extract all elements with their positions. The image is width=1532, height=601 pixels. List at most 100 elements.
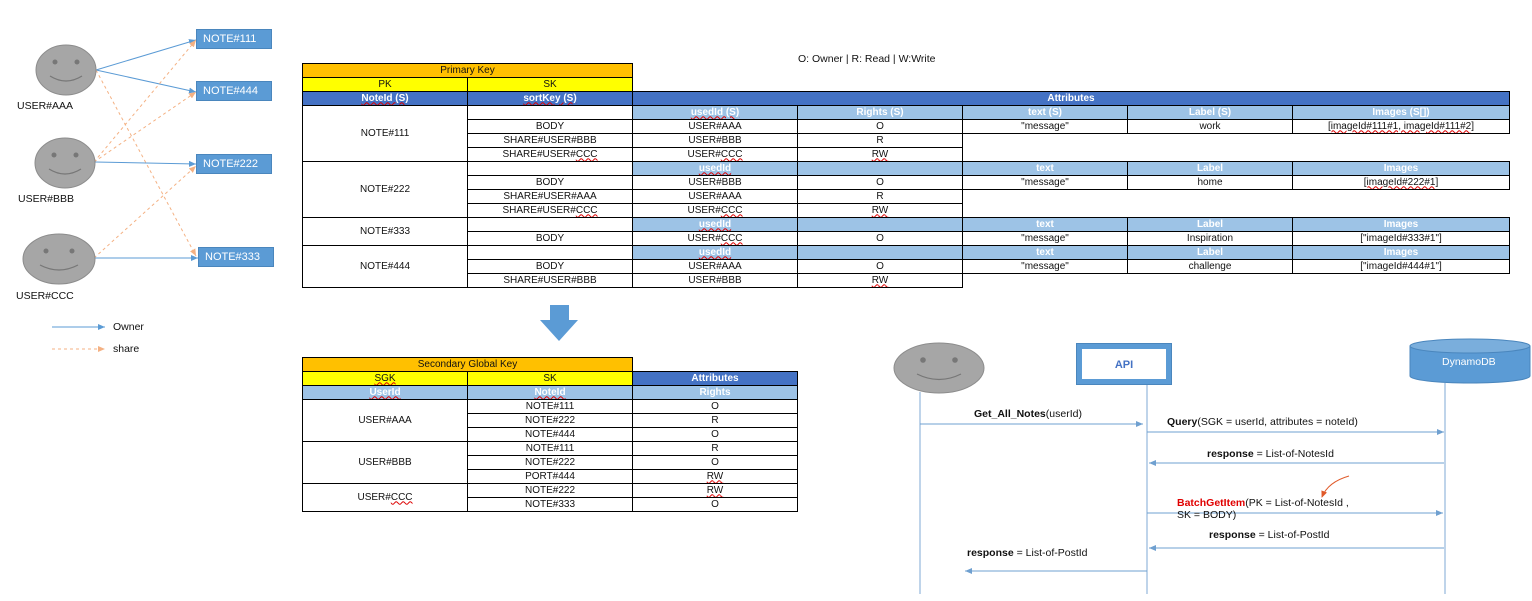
cell: ["imageId#333#1"]: [1292, 231, 1510, 246]
attr-header: Images (S[]): [1292, 105, 1510, 120]
msg-query-label: Query(SGK = userId, attributes = noteId): [1167, 416, 1358, 428]
note-box-333: NOTE#333: [198, 247, 274, 267]
note-box-444: NOTE#444: [196, 81, 272, 101]
attr-header: text: [962, 245, 1128, 260]
attr-header: usedId: [632, 217, 798, 232]
sk-cell: BODY: [467, 119, 633, 134]
cell: O: [797, 119, 963, 134]
cell: O: [632, 427, 798, 442]
cell: PORT#444: [467, 469, 633, 484]
share-line-bbb-111: [93, 39, 197, 163]
cell: "message": [962, 231, 1128, 246]
sk-cell: SHARE#USER#CCC: [467, 147, 633, 162]
attr-header: text: [962, 217, 1128, 232]
pk-cell: NOTE#333: [302, 217, 468, 246]
sk-cell: BODY: [467, 175, 633, 190]
owner-line-aaa-444: [95, 69, 197, 94]
attr-header: [797, 161, 963, 176]
sequence-user-avatar-icon: [893, 342, 985, 394]
attr-header: usedId (S): [632, 105, 798, 120]
userid-header: UserId: [302, 385, 468, 400]
msg-batchgetitem-label: BatchGetItem(PK = List-of-NotesId ,: [1177, 497, 1349, 509]
msg-response-2-label: response = List-of-PostId: [1209, 529, 1330, 541]
sk-cell: SHARE#USER#BBB: [467, 133, 633, 148]
pk-cell: NOTE#222: [302, 161, 468, 218]
cell: R: [632, 413, 798, 428]
note-box-222: NOTE#222: [196, 154, 272, 174]
cell: NOTE#444: [467, 427, 633, 442]
cell: O: [632, 455, 798, 470]
cell: NOTE#111: [467, 441, 633, 456]
cell: ["imageId#444#1"]: [1292, 259, 1510, 274]
attr-header: text (S): [962, 105, 1128, 120]
cell: work: [1127, 119, 1293, 134]
cell: "message": [962, 175, 1128, 190]
share-line-aaa-333: [95, 69, 197, 257]
attr-header: Label: [1127, 245, 1293, 260]
attr-header: usedId: [632, 245, 798, 260]
user-cell: USER#BBB: [302, 441, 468, 484]
cell: R: [632, 441, 798, 456]
msg-response-1-label: response = List-of-NotesId: [1207, 448, 1334, 460]
sortkey-header: sortKey (S): [467, 91, 633, 106]
sk-cell: SHARE#USER#AAA: [467, 189, 633, 204]
user-label-ccc: USER#CCC: [16, 290, 74, 302]
cell: O: [632, 399, 798, 414]
cell: USER#AAA: [632, 259, 798, 274]
sk-label: SK: [467, 371, 633, 386]
dynamodb-label: DynamoDB: [1442, 356, 1496, 368]
cell: O: [797, 231, 963, 246]
cell: USER#CCC: [632, 147, 798, 162]
cell: O: [797, 259, 963, 274]
down-arrow: [540, 305, 578, 341]
attr-header: Label: [1127, 217, 1293, 232]
cell: home: [1127, 175, 1293, 190]
user-cell: USER#AAA: [302, 399, 468, 442]
sk-label: SK: [467, 77, 633, 92]
secondary-global-key-table: Secondary Global Key SGK SK Attributes U…: [302, 357, 798, 512]
attributes-header: Attributes: [632, 91, 1510, 106]
legend-share-label: share: [113, 343, 140, 355]
attr-header: Label (S): [1127, 105, 1293, 120]
msg-batchgetitem-label-2: SK = BODY): [1177, 509, 1237, 521]
attr-header: [797, 245, 963, 260]
attr-header: usedId: [632, 161, 798, 176]
legend-owner-label: Owner: [113, 321, 144, 333]
attr-header: text: [962, 161, 1128, 176]
cell: RW: [797, 273, 963, 288]
cell: "message": [962, 119, 1128, 134]
user-aaa-avatar-icon: [35, 44, 97, 96]
user-bbb-avatar-icon: [34, 137, 96, 189]
sk-cell: SHARE#USER#CCC: [467, 203, 633, 218]
cell: RW: [632, 483, 798, 498]
cell: O: [797, 175, 963, 190]
pk-label: PK: [302, 77, 468, 92]
attributes-header: Attributes: [632, 371, 798, 386]
cell: USER#CCC: [632, 203, 798, 218]
noteid-header: NoteId: [467, 385, 633, 400]
share-line-bbb-444: [93, 91, 197, 163]
dynamodb-cylinder: [1409, 338, 1531, 384]
cell: NOTE#222: [467, 413, 633, 428]
attr-header: Images: [1292, 161, 1510, 176]
cell: Inspiration: [1127, 231, 1293, 246]
cell: NOTE#333: [467, 497, 633, 512]
api-box: API: [1076, 343, 1172, 385]
cell: O: [632, 497, 798, 512]
cell: "message": [962, 259, 1128, 274]
user-label-bbb: USER#BBB: [18, 193, 75, 205]
cell: RW: [797, 203, 963, 218]
cell: NOTE#222: [467, 455, 633, 470]
msg-get-all-notes-label: Get_All_Notes(userId): [974, 408, 1082, 420]
sgk-label: SGK: [302, 371, 468, 386]
noteid-header: NoteId (S): [302, 91, 468, 106]
cell: USER#BBB: [632, 133, 798, 148]
attr-header: Images: [1292, 245, 1510, 260]
share-line-ccc-222: [93, 165, 197, 259]
cell: [imageId#111#1, imageId#111#2]: [1292, 119, 1510, 134]
user-label-aaa: USER#AAA: [17, 100, 74, 112]
cell: USER#BBB: [632, 273, 798, 288]
flow-curve-arrow: [1321, 475, 1350, 498]
msg-response-3-label: response = List-of-PostId: [967, 547, 1088, 559]
